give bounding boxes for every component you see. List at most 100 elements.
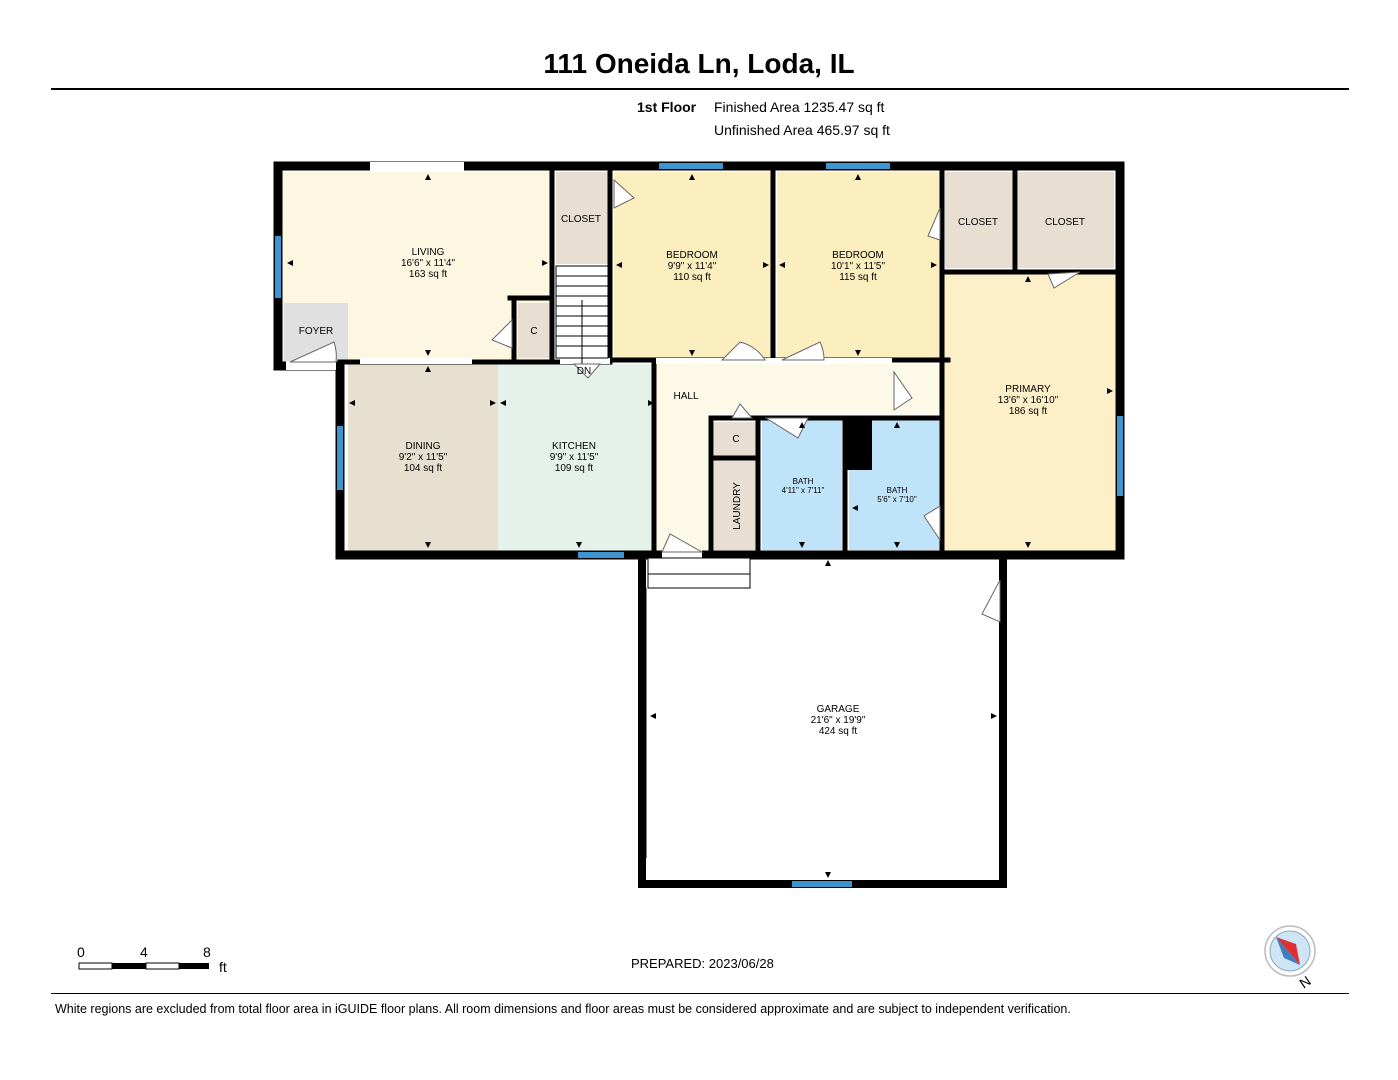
bath1-dims: 4'11" x 7'11" [782, 486, 825, 495]
header-rule [51, 88, 1349, 90]
kitchen-opening [560, 358, 610, 364]
prepared-date: PREPARED: 2023/06/28 [631, 956, 774, 971]
scale-seg-1 [78, 962, 113, 970]
unfinished-area: Unfinished Area 465.97 sq ft [714, 122, 890, 138]
bedroom1-fill [614, 172, 771, 360]
hall-opening [656, 358, 892, 364]
dim-arrow [576, 542, 582, 548]
dim-arrow [852, 505, 858, 511]
dimension-arrows [287, 174, 1113, 878]
door-swing [720, 341, 766, 361]
primary-fill [943, 274, 1115, 552]
bath1-fill [762, 420, 842, 550]
scale-unit: ft [219, 959, 227, 975]
primary-name: PRIMARY [1005, 384, 1051, 395]
c2-fill [714, 422, 756, 456]
kitchen-name: KITCHEN [552, 441, 596, 452]
window-dining [337, 426, 343, 490]
step-lower [647, 573, 751, 589]
compass-icon: N [1264, 925, 1316, 992]
scale-seg-3 [145, 962, 180, 970]
garage-name: GARAGE [817, 704, 860, 715]
dim-arrow [425, 174, 431, 180]
scale-label-4: 4 [140, 944, 148, 960]
window-garage [792, 881, 852, 887]
dim-arrow [689, 174, 695, 180]
living-area: 163 sq ft [409, 269, 448, 280]
compass-needle-tail [1276, 937, 1300, 965]
bath2-name: BATH [887, 486, 908, 495]
closet-fill-b [945, 172, 1013, 268]
door-swing [981, 579, 1001, 623]
laundry-fill [714, 460, 756, 550]
dim-arrow [894, 422, 900, 428]
door-swing [731, 403, 754, 419]
hall-label: HALL [673, 391, 698, 402]
closet-a-label: CLOSET [561, 214, 601, 225]
kitchen-dims: 9'9" x 11'5" [550, 452, 599, 463]
step-upper [647, 557, 751, 575]
dining-opening [360, 358, 472, 364]
living-name: LIVING [412, 247, 445, 258]
dim-arrow [425, 542, 431, 548]
dim-arrow [425, 366, 431, 372]
window-primary [1117, 416, 1123, 496]
bath1-name: BATH [793, 477, 814, 486]
compass-label: N [1296, 973, 1313, 992]
primary-dims: 13'6" x 16'10" [998, 395, 1059, 406]
dim-arrow [689, 350, 695, 356]
window-bedroom2 [826, 163, 890, 169]
dining-fill [348, 364, 498, 552]
garage-dims: 21'6" x 19'9" [811, 715, 866, 726]
door-swing [613, 178, 635, 209]
closet-c-label: CLOSET [1045, 217, 1085, 228]
scale-bar: 0 4 8 ft [77, 944, 227, 975]
closet-fill-c [1018, 172, 1114, 268]
dim-arrow [287, 260, 293, 266]
dim-arrow [825, 872, 831, 878]
dining-area: 104 sq ft [404, 463, 443, 474]
bedroom2-fill [777, 172, 940, 360]
dim-arrow [425, 350, 431, 356]
dim-arrow [616, 262, 622, 268]
plan-title: 111 Oneida Ln, Loda, IL [543, 48, 855, 79]
dining-name: DINING [406, 441, 441, 452]
dim-arrow [855, 350, 861, 356]
door-swing [661, 533, 704, 553]
room-labels: LIVING 16'6" x 11'4" 163 sq ft BEDROOM 9… [299, 214, 1085, 737]
bedroom2-dims: 10'1" x 11'5" [831, 261, 886, 272]
closet-fill-a [556, 172, 608, 264]
dim-arrow [931, 262, 937, 268]
bedroom1-name: BEDROOM [666, 250, 718, 261]
dim-arrow [763, 262, 769, 268]
garage-area: 424 sq ft [819, 726, 858, 737]
dim-arrow [648, 400, 654, 406]
foyer-label: FOYER [299, 326, 333, 337]
dim-arrow [799, 542, 805, 548]
dim-arrow [650, 713, 656, 719]
dining-dims: 9'2" x 11'5" [399, 452, 448, 463]
windows [275, 163, 1123, 887]
openings [286, 162, 892, 560]
door-swing [572, 363, 602, 379]
foyer-door-gap [286, 361, 336, 370]
bedroom1-area: 110 sq ft [673, 272, 711, 283]
pipe-chase [846, 420, 872, 470]
c1-fill [518, 303, 552, 358]
door-swing [923, 505, 941, 542]
living-dims: 16'6" x 11'4" [401, 258, 456, 269]
scale-label-8: 8 [203, 944, 211, 960]
c1-label: C [530, 326, 537, 337]
garage-door-gap [662, 550, 702, 560]
window-living [275, 236, 281, 298]
dim-arrow [799, 422, 805, 428]
dim-arrow [825, 560, 831, 566]
interior-walls [337, 167, 1121, 556]
bedroom2-name: BEDROOM [832, 250, 884, 261]
hall-fill-2 [656, 414, 708, 552]
kitchen-area: 109 sq ft [555, 463, 594, 474]
scale-label-0: 0 [77, 944, 85, 960]
dim-arrow [349, 400, 355, 406]
dim-arrow [1025, 542, 1031, 548]
